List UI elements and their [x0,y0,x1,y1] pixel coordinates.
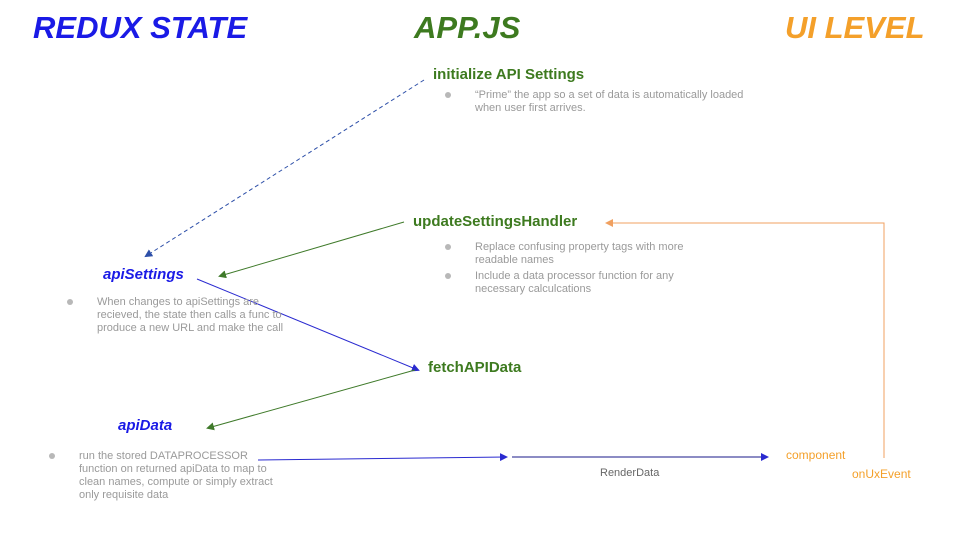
bullet-icon [445,92,451,98]
node-component: component [786,448,846,462]
api-settings-notes: When changes to apiSettings are recieved… [67,296,302,338]
column-title-redux-state: REDUX STATE [33,10,248,45]
edge-apisettings-to-fetch [196,278,420,372]
init-api-note-1: “Prime” the app so a set of data is auto… [445,89,745,115]
edge-label-render-data: RenderData [600,467,660,479]
node-api-data: apiData [118,417,173,434]
node-initialize-api-settings: initialize API Settings [433,66,585,83]
bullet-icon [445,273,451,279]
node-update-settings-handler: updateSettingsHandler [413,213,578,230]
node-fetch-api-data: fetchAPIData [428,359,522,376]
edge-fetch-to-apidata [206,369,416,431]
api-settings-note-1: When changes to apiSettings are recieved… [67,296,302,335]
api-data-notes: run the stored DATAPROCESSOR function on… [49,450,274,505]
bullet-icon [67,299,73,305]
node-api-settings: apiSettings [103,266,184,283]
update-handler-notes: Replace confusing property tags with mor… [445,241,725,299]
bullet-icon [445,244,451,250]
column-title-app-js: APP.JS [414,10,521,45]
update-handler-note-2: Include a data processor function for an… [445,270,725,296]
update-handler-note-1: Replace confusing property tags with mor… [445,241,725,267]
node-on-ux-event: onUxEvent [852,467,911,481]
column-title-ui-level: UI LEVEL [785,10,925,45]
init-api-notes: “Prime” the app so a set of data is auto… [445,89,745,118]
bullet-icon [49,453,55,459]
edge-init-to-apisettings [144,79,425,258]
api-data-note-1: run the stored DATAPROCESSOR function on… [49,450,274,502]
edge-onuxevent-to-handler [605,219,885,458]
edge-handler-to-apisettings [218,221,405,279]
edge-apidata-to-render [257,453,508,462]
